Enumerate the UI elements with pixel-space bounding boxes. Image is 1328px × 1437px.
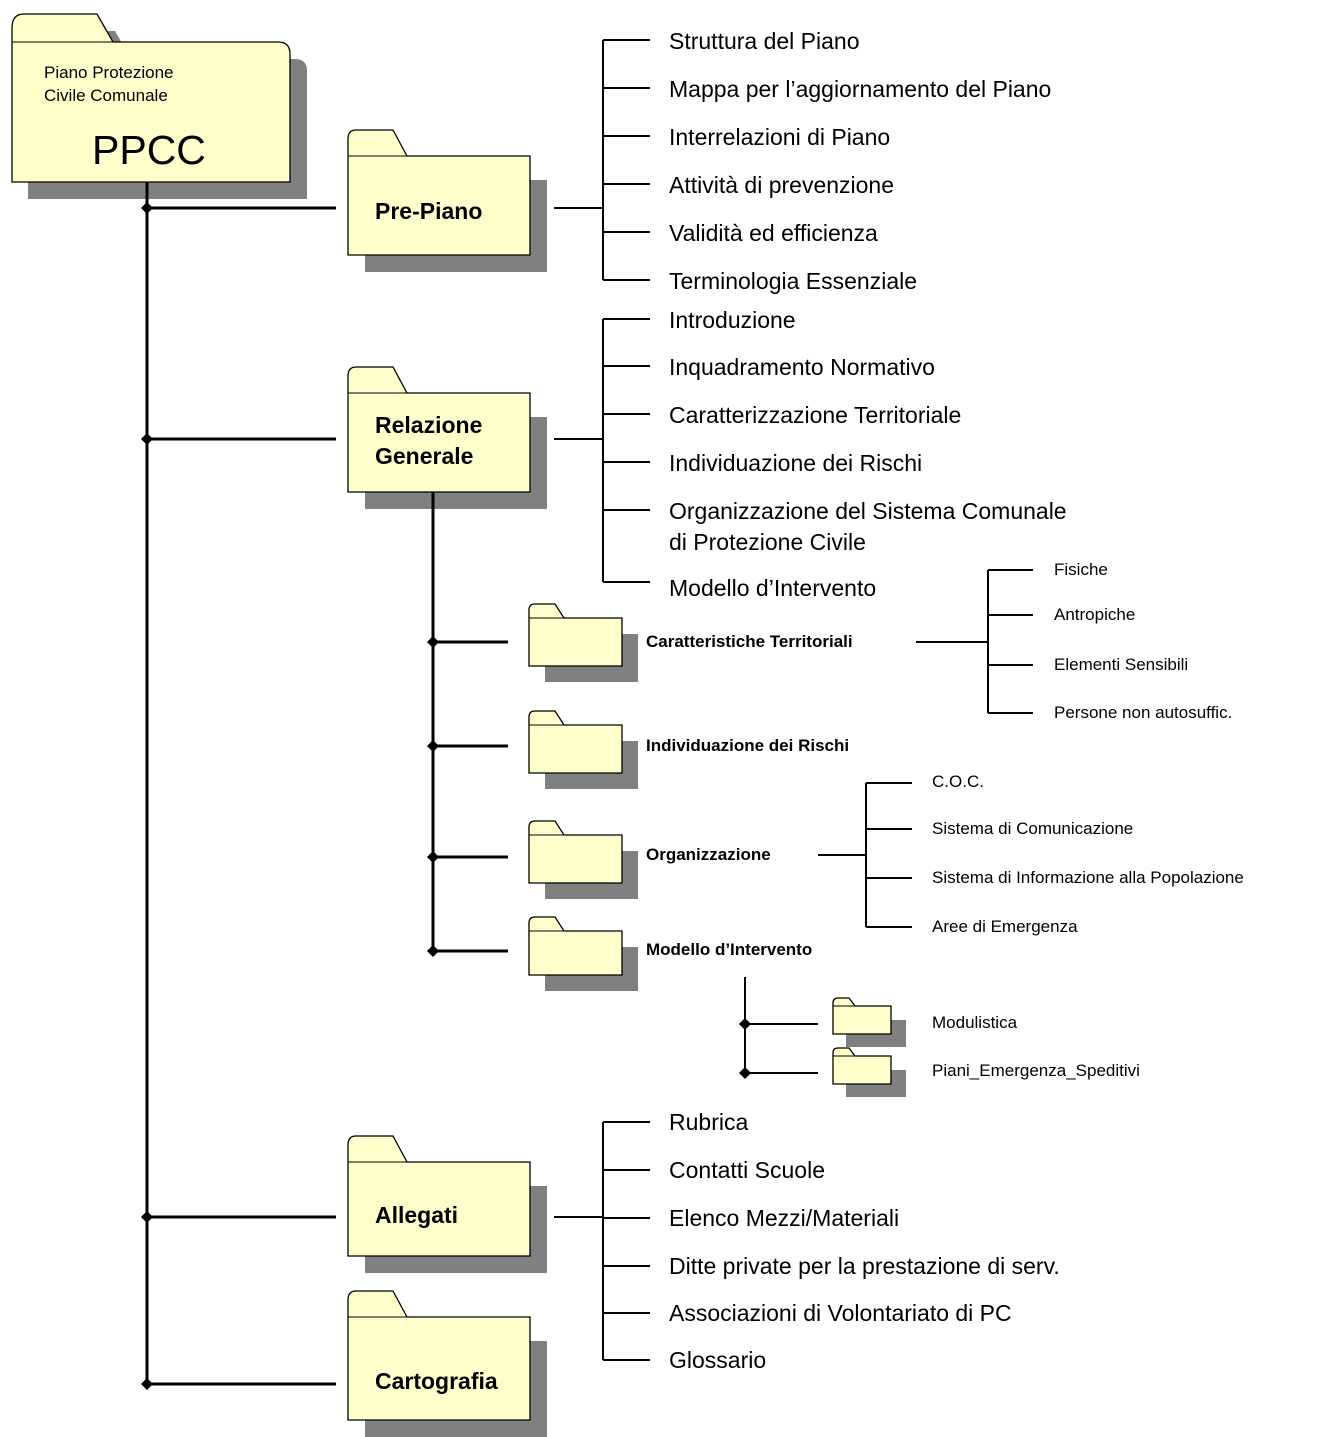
relazione-item: Caratterizzazione Territoriale — [669, 402, 962, 428]
relazione-item: Individuazione dei Rischi — [669, 450, 923, 476]
organizzazione-item: Sistema di Comunicazione — [932, 819, 1134, 838]
allegati-item: Elenco Mezzi/Materiali — [669, 1205, 900, 1231]
relazione-item: Introduzione — [669, 307, 796, 333]
caratteristiche-item: Antropiche — [1054, 605, 1136, 624]
caratteristiche-item: Fisiche — [1054, 560, 1108, 579]
folder-bodies — [11, 13, 892, 1421]
folder-modello-label: Modello d’Intervento — [646, 940, 813, 959]
allegati-item: Ditte private per la prestazione di serv… — [669, 1253, 1060, 1279]
allegati-item: Rubrica — [669, 1109, 749, 1135]
caratteristiche-item: Persone non autosuffic. — [1054, 703, 1233, 722]
relazione-item-continued: di Protezione Civile — [669, 529, 866, 555]
folder-organizzazione-label: Organizzazione — [646, 845, 771, 864]
organizzazione-item: C.O.C. — [932, 772, 984, 791]
pre-piano-item: Validità ed efficienza — [669, 220, 878, 246]
root-subtitle-line1: Piano Protezione — [44, 63, 174, 82]
allegati-item: Glossario — [669, 1347, 767, 1373]
folder-tab-lines — [12, 41, 855, 1318]
pre-piano-item: Attività di prevenzione — [669, 172, 895, 198]
allegati-item: Associazioni di Volontariato di PC — [669, 1300, 1012, 1326]
organizzazione-item: Aree di Emergenza — [932, 917, 1078, 936]
folder-relazione-label-line2: Generale — [375, 443, 474, 469]
caratteristiche-item: Elementi Sensibili — [1054, 655, 1189, 674]
folder-pre-piano-label: Pre-Piano — [375, 198, 483, 224]
relazione-item: Inquadramento Normativo — [669, 354, 935, 380]
pre-piano-item: Mappa per l’aggiornamento del Piano — [669, 76, 1052, 102]
pre-piano-item: Terminologia Essenziale — [669, 268, 918, 294]
allegati-item: Contatti Scuole — [669, 1157, 825, 1183]
folder-modulistica-label: Modulistica — [932, 1013, 1018, 1032]
pre-piano-item: Struttura del Piano — [669, 28, 860, 54]
relazione-item: Modello d’Intervento — [669, 575, 877, 601]
bracket-lines — [554, 39, 1033, 1361]
organizzazione-item: Sistema di Informazione alla Popolazione — [932, 868, 1244, 887]
root-subtitle-line2: Civile Comunale — [44, 86, 168, 105]
folder-allegati-label: Allegati — [375, 1202, 459, 1228]
folder-cartografia-label: Cartografia — [375, 1368, 498, 1394]
root-title: PPCC — [92, 127, 206, 173]
folder-caratteristiche-label: Caratteristiche Territoriali — [646, 632, 853, 651]
folder-piani-speditivi-label: Piani_Emergenza_Speditivi — [932, 1061, 1140, 1080]
folder-relazione-label-line1: Relazione — [375, 412, 483, 438]
folder-individuazione-label: Individuazione dei Rischi — [646, 736, 850, 755]
pre-piano-item: Interrelazioni di Piano — [669, 124, 891, 150]
main-tree-lines — [145, 182, 508, 1386]
relazione-item: Organizzazione del Sistema Comunale — [669, 498, 1067, 524]
